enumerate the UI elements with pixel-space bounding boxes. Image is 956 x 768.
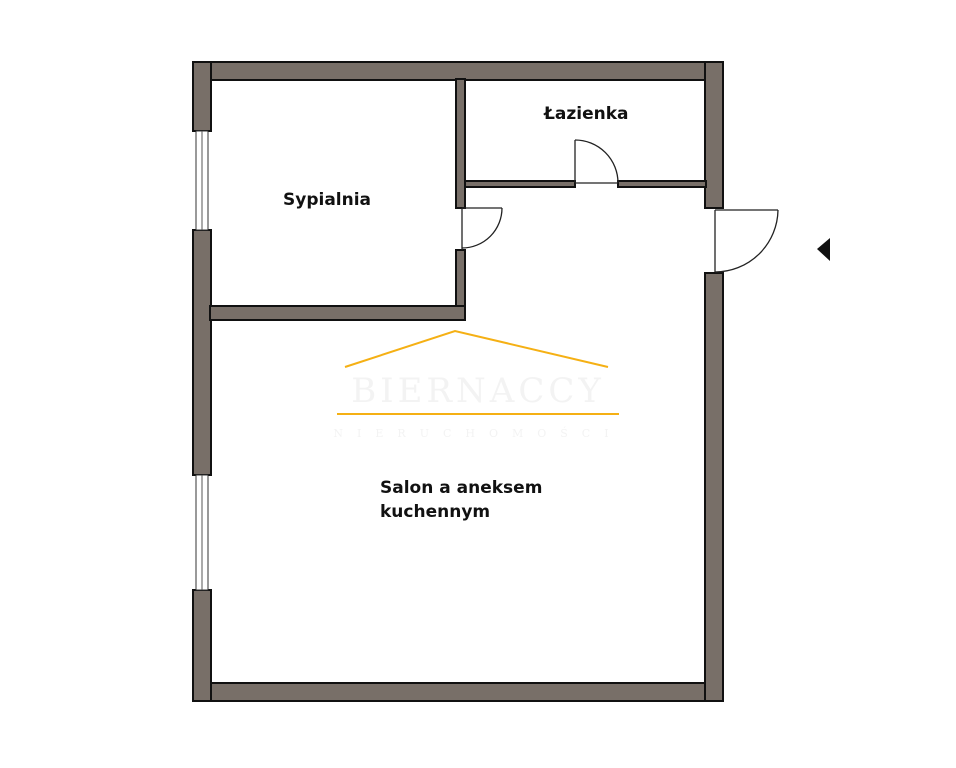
entrance-arrow-icon — [817, 238, 830, 261]
room-label-bedroom: Sypialnia — [283, 190, 371, 210]
wall-bathroom-south-2 — [617, 180, 707, 188]
room-label-bathroom: Łazienka — [543, 104, 629, 124]
outer-walls — [192, 61, 724, 702]
wall-left-3 — [192, 589, 212, 702]
room-label-living-1: Salon a aneksem — [380, 478, 542, 498]
window-bedroom — [195, 130, 209, 231]
wall-bathroom-south-1 — [464, 180, 576, 188]
watermark-logo: BIERNACCY NIERUCHOMOŚCI — [333, 329, 622, 440]
window-living — [195, 474, 209, 591]
interior-walls — [209, 78, 707, 321]
watermark-subtitle: NIERUCHOMOŚCI — [333, 426, 622, 440]
wall-left-1 — [192, 61, 212, 132]
wall-left-2 — [192, 229, 212, 476]
door-bathroom — [574, 139, 619, 184]
wall-bedroom-east-1 — [455, 78, 466, 209]
door-entrance — [714, 209, 779, 273]
wall-right-1 — [704, 61, 724, 209]
wall-bottom — [192, 682, 724, 702]
door-bedroom — [461, 207, 503, 250]
wall-bedroom-south — [209, 305, 466, 321]
wall-right-2 — [704, 272, 724, 702]
room-label-living-2: kuchennym — [380, 502, 490, 522]
watermark-brand: BIERNACCY — [351, 371, 605, 411]
wall-top — [192, 61, 724, 81]
